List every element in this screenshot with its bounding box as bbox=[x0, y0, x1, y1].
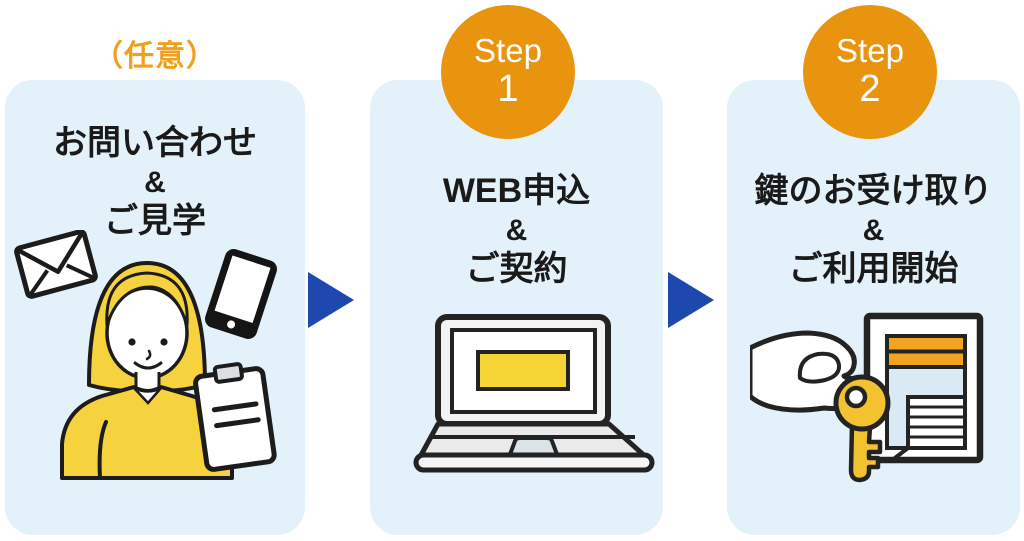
panel-web-apply-line1: WEB申込 bbox=[442, 172, 591, 210]
flow-arrow-icon bbox=[668, 272, 714, 328]
key-icon bbox=[833, 374, 891, 483]
step-1-word: Step bbox=[474, 31, 542, 69]
step-2-word: Step bbox=[836, 31, 904, 69]
flow-arrow-icon bbox=[308, 272, 354, 328]
panel-inquiry-text: お問い合わせ & ご見学 bbox=[5, 124, 305, 241]
panel-inquiry-ampersand: & bbox=[144, 166, 166, 199]
panel-web-apply-ampersand: & bbox=[505, 214, 528, 247]
step-2-badge: Step 2 bbox=[803, 5, 937, 139]
panel-key-pickup-line1: 鍵のお受け取り bbox=[754, 172, 993, 210]
clipboard-icon bbox=[193, 362, 277, 472]
smartphone-icon bbox=[204, 249, 278, 339]
woman-inquiry-illustration bbox=[14, 230, 278, 480]
panel-key-pickup-text: 鍵のお受け取り & ご利用開始 bbox=[727, 172, 1020, 289]
yellow-form-rect bbox=[476, 350, 570, 391]
laptop-icon bbox=[413, 314, 655, 473]
step-2-number: 2 bbox=[859, 68, 881, 111]
panel-web-apply-text: WEB申込 & ご契約 bbox=[370, 172, 663, 289]
panel-key-pickup-line2: ご利用開始 bbox=[788, 250, 959, 288]
woman-figure bbox=[60, 261, 234, 480]
panel-key-pickup-ampersand: & bbox=[862, 214, 885, 247]
step-1-number: 1 bbox=[497, 68, 519, 111]
optional-label: （任意） bbox=[93, 40, 217, 73]
panel-web-apply-line2: ご契約 bbox=[465, 250, 568, 288]
envelope-icon bbox=[14, 230, 98, 299]
panel-inquiry-line2: ご見学 bbox=[104, 202, 206, 240]
step-1-badge: Step 1 bbox=[441, 5, 575, 139]
panel-inquiry-line1: お問い合わせ bbox=[53, 124, 257, 162]
key-handover-illustration bbox=[750, 312, 984, 483]
